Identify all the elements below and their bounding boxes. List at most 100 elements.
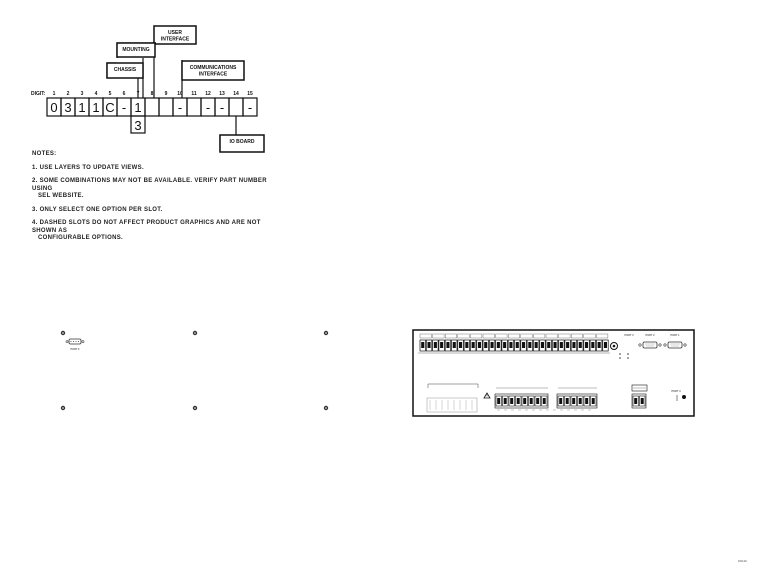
upper-terminal-group-label-14 — [583, 333, 596, 339]
note-2-text-cont: SEL WEBSITE. — [38, 193, 84, 199]
front-port-label: PORT F — [70, 348, 80, 351]
front-panel-screw-slot-2 — [194, 332, 196, 334]
rear-port-1-pin-a5 — [678, 343, 680, 345]
digit-number-10: 10 — [177, 91, 183, 97]
warning-icon — [483, 392, 491, 399]
rear-port-2-pin-a4 — [651, 343, 653, 345]
upper-terminal-group-label-9 — [520, 333, 533, 339]
upper-terminal-screw-8 — [465, 342, 469, 348]
upper-terminal-screw-30 — [603, 342, 607, 348]
note-3: 3. ONLY SELECT ONE OPTION PER SLOT. — [32, 207, 282, 215]
user-interface-callout-label-1: USER — [168, 30, 182, 36]
rear-port-1-pin-a3 — [674, 343, 676, 345]
rear-port-2-pin-a3 — [649, 343, 651, 345]
rear-port-2-screw-left — [638, 343, 642, 347]
rear-port-2-pin-b1 — [646, 345, 648, 347]
digit-number-14: 14 — [233, 91, 239, 97]
upper-terminal-screw-16 — [515, 342, 519, 348]
upper-terminal-group-label-3 — [445, 333, 457, 339]
upper-terminal-screw-18 — [528, 342, 532, 348]
note-1-text: 1. USE LAYERS TO UPDATE VIEWS. — [32, 164, 144, 171]
front-port-screw-right — [81, 340, 85, 343]
status-led-2 — [619, 357, 621, 359]
rear-port-1-screw-left — [663, 343, 667, 347]
note-2-text: 2. SOME COMBINATIONS MAY NOT BE AVAILABL… — [32, 178, 267, 192]
io-block-b-screw-3 — [572, 398, 576, 404]
front-port-connector — [68, 338, 82, 345]
upper-terminal-screw-1 — [421, 342, 425, 348]
digit-number-4: 4 — [95, 91, 98, 97]
digit-number-3: 3 — [81, 91, 84, 97]
rear-port-2-pin-a1 — [645, 343, 647, 345]
front-panel-screw-slot-4 — [62, 407, 64, 409]
upper-terminal-screw-15 — [509, 342, 513, 348]
rear-port-1-pin-b2 — [673, 345, 675, 347]
rear-port-1-pin-a2 — [672, 343, 674, 345]
digit-number-15: 15 — [247, 91, 253, 97]
upper-terminal-screw-7 — [459, 342, 463, 348]
upper-terminal-group-label-6 — [482, 333, 495, 339]
rear-ground-stud — [682, 395, 686, 399]
note-4-text: 4. DASHED SLOTS DO NOT AFFECT PRODUCT GR… — [32, 220, 261, 234]
digit-number-9: 9 — [165, 91, 168, 97]
digit-number-8: 8 — [151, 91, 154, 97]
slot-value-4: 1 — [92, 100, 99, 115]
io-block-a-screw-1 — [497, 398, 501, 404]
upper-terminal-screw-11 — [484, 342, 488, 348]
rear-port-2-connector — [642, 341, 658, 349]
slot-value-6: - — [122, 100, 126, 115]
alt-chassis-box — [130, 115, 146, 134]
upper-terminal-group-label-1 — [419, 333, 432, 339]
upper-terminal-screw-28 — [591, 342, 595, 348]
status-led-1 — [619, 353, 621, 355]
note-1: 1. USE LAYERS TO UPDATE VIEWS. — [32, 165, 282, 173]
upper-terminal-screw-13 — [496, 342, 500, 348]
upper-terminal-group-label-15 — [596, 333, 609, 339]
rear-port-3-label: PORT 3 — [625, 334, 635, 337]
front-panel-screw-slot-5 — [194, 407, 196, 409]
upper-terminal-screw-21 — [547, 342, 551, 348]
digit-number-2: 2 — [67, 91, 70, 97]
io-block-a-screw-3 — [510, 398, 514, 404]
io-block-b-screw-2 — [565, 398, 569, 404]
upper-terminal-screw-12 — [490, 342, 494, 348]
upper-terminal-group-label-4 — [457, 333, 470, 339]
digit-number-1: 1 — [53, 91, 56, 97]
power-block-label-box — [631, 384, 648, 392]
upper-terminal-group-label-2 — [432, 333, 445, 339]
power-block-screw-2 — [640, 398, 644, 404]
note-4: 4. DASHED SLOTS DO NOT AFFECT PRODUCT GR… — [32, 220, 282, 243]
upper-terminal-screw-4 — [440, 342, 444, 348]
comm-interface-callout-box — [181, 60, 245, 81]
front-panel-screw-slot-1 — [62, 332, 64, 334]
digit-number-13: 13 — [219, 91, 225, 97]
digit-number-5: 5 — [109, 91, 112, 97]
upper-terminal-screw-9 — [471, 342, 475, 348]
slot-value-5: C — [105, 100, 114, 115]
upper-terminal-screw-22 — [553, 342, 557, 348]
io-block-a-screw-4 — [516, 398, 520, 404]
rear-port-2-pin-b4 — [652, 345, 654, 347]
io-block-b-screw-1 — [559, 398, 563, 404]
upper-terminal-screw-3 — [433, 342, 437, 348]
upper-terminal-screw-25 — [572, 342, 576, 348]
ground-terminal — [610, 342, 618, 350]
io-block-a-frame — [494, 393, 549, 409]
upper-terminal-screw-19 — [534, 342, 538, 348]
upper-terminal-group-label-13 — [571, 333, 583, 339]
io-block-b-screw-4 — [578, 398, 582, 404]
status-led-3 — [627, 353, 629, 355]
digit-number-12: 12 — [205, 91, 211, 97]
digit-number-11: 11 — [191, 91, 197, 97]
front-port-pin-2 — [73, 341, 74, 342]
rear-port-2-pin-b3 — [650, 345, 652, 347]
user-interface-callout-box — [153, 25, 197, 45]
upper-terminal-screw-23 — [559, 342, 563, 348]
upper-terminal-group-label-8 — [508, 333, 520, 339]
rear-port-1-connector — [667, 341, 683, 349]
comm-interface-callout-label-1: COMMUNICATIONS — [190, 65, 237, 71]
upper-terminal-screw-26 — [578, 342, 582, 348]
upper-terminal-group-label-5 — [470, 333, 483, 339]
io-block-a-screw-7 — [536, 398, 540, 404]
slot-box-8 — [144, 97, 160, 117]
